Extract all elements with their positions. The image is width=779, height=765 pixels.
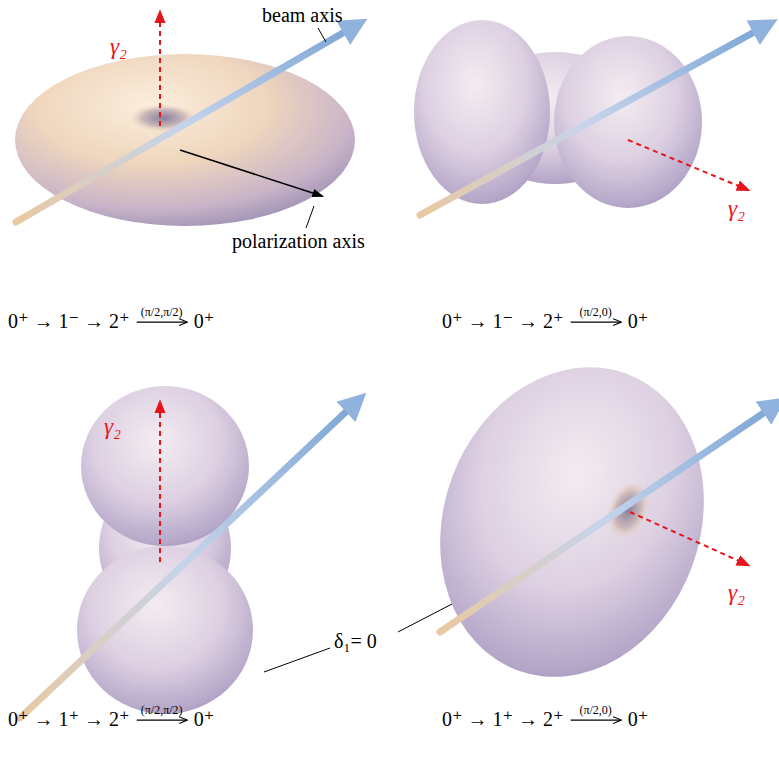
- torus-lobe: [15, 54, 355, 226]
- mixing-angles: (π/2,π/2): [141, 704, 183, 717]
- gamma-label: γ₂: [728, 196, 745, 221]
- axis-label: beam axis: [262, 4, 343, 26]
- transition-formula: 0⁺ → 1⁻ → 2⁺: [442, 310, 564, 332]
- beam-axis: [420, 30, 758, 215]
- gamma-label: γ₂: [728, 580, 745, 605]
- transition-arrow: [137, 322, 187, 323]
- leader-line: [264, 648, 330, 672]
- final-state: 0⁺: [194, 708, 215, 730]
- leader-line: [306, 206, 314, 228]
- parameter-label: δ₁= 0: [334, 630, 377, 652]
- gamma-arrow: [630, 512, 748, 565]
- mixing-angles: (π/2,0): [579, 704, 611, 717]
- gamma-arrow: [628, 140, 748, 190]
- mixing-angles: (π/2,0): [579, 306, 611, 319]
- gamma-label: γ₂: [110, 34, 127, 59]
- mixing-angles: (π/2,π/2): [141, 306, 183, 319]
- transition-arrow: [571, 719, 621, 720]
- axis-label: polarization axis: [232, 230, 365, 252]
- beam-axis: [440, 410, 768, 632]
- final-state: 0⁺: [194, 310, 215, 332]
- leader-line: [398, 604, 452, 632]
- transition-arrow: [571, 322, 621, 323]
- final-state: 0⁺: [628, 708, 649, 730]
- gamma-arrow: [159, 12, 161, 126]
- transition-arrow: [137, 719, 187, 720]
- peanut-lobe: [77, 386, 253, 714]
- final-state: 0⁺: [628, 310, 649, 332]
- torus-lobe: [398, 330, 747, 715]
- peanut-lobe: [414, 20, 702, 208]
- beam-axis: [16, 30, 348, 222]
- polarization-axis: [180, 150, 322, 196]
- beam-axis: [20, 408, 350, 718]
- transition-formula: 0⁺ → 1⁺ → 2⁺: [442, 708, 564, 730]
- transition-formula: 0⁺ → 1⁻ → 2⁺: [8, 310, 130, 332]
- gamma-arrow: [159, 402, 161, 562]
- transition-formula: 0⁺ → 1⁺ → 2⁺: [8, 708, 130, 730]
- leader-line: [318, 28, 326, 42]
- gamma-label: γ₂: [104, 414, 121, 439]
